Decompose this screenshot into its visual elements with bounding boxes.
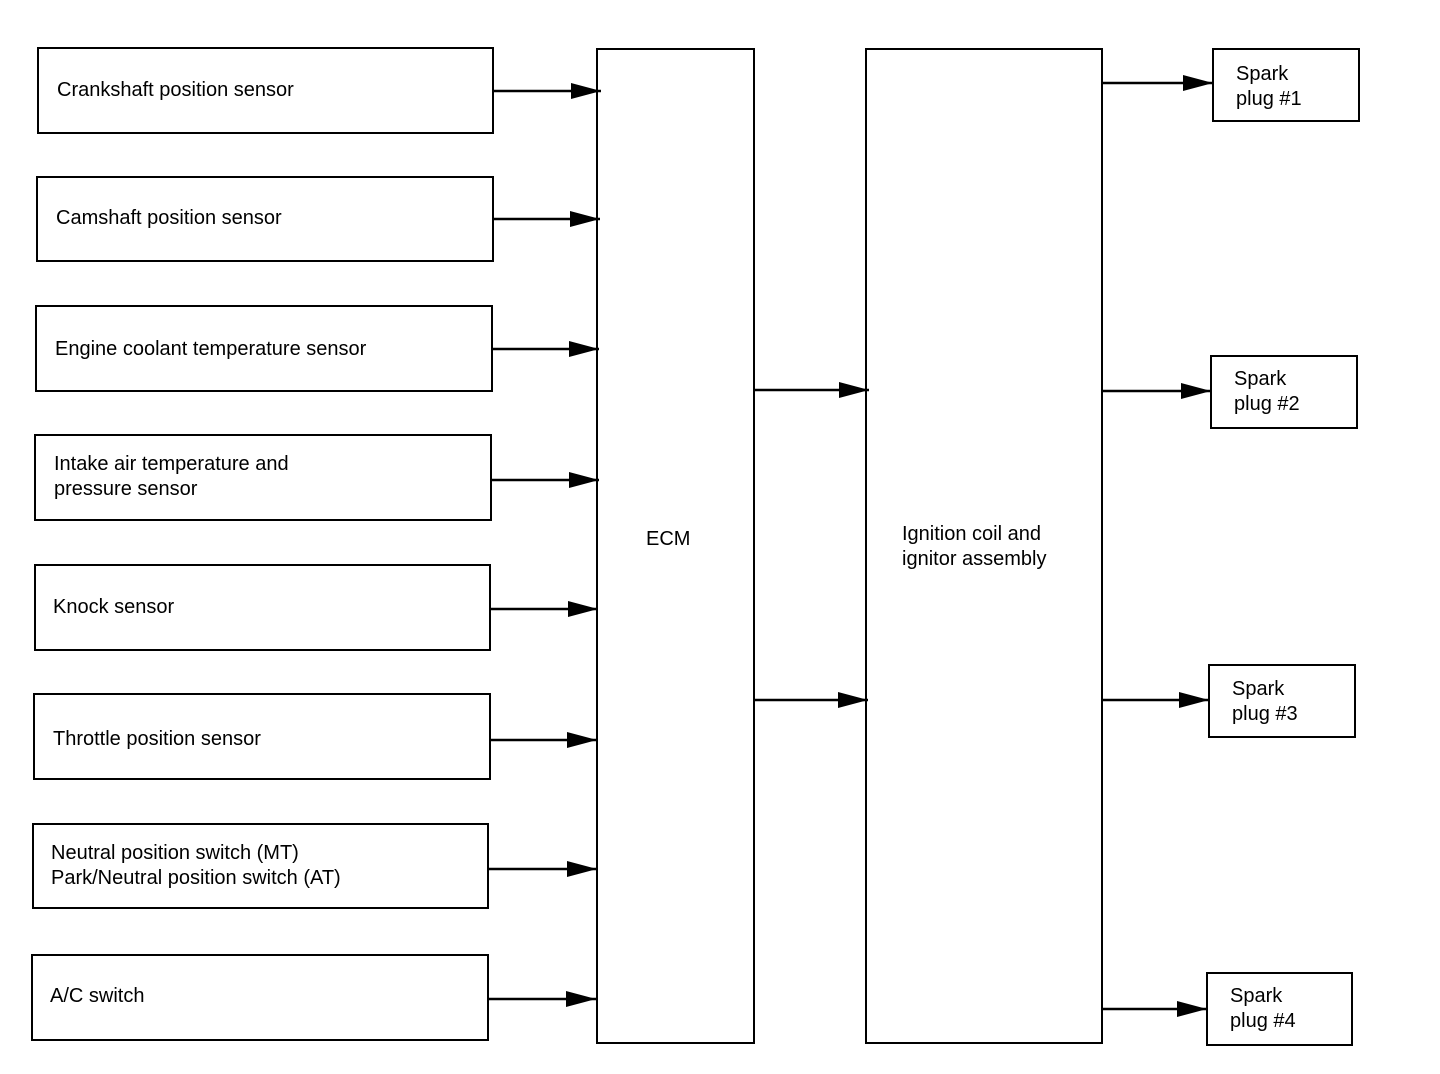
input-box-intake-air: Intake air temperature and pressure sens… — [34, 434, 492, 521]
spark-plug-box-2: Spark plug #2 — [1210, 355, 1358, 429]
spark-plug-box-4: Spark plug #4 — [1206, 972, 1353, 1046]
ecm-box: ECM — [596, 48, 755, 1044]
input-label: Camshaft position sensor — [56, 207, 282, 229]
input-box-throttle: Throttle position sensor — [33, 693, 491, 780]
spark-plug-box-3: Spark plug #3 — [1208, 664, 1356, 738]
ignition-assembly-box: Ignition coil and ignitor assembly — [865, 48, 1103, 1044]
input-box-camshaft: Camshaft position sensor — [36, 176, 494, 262]
spark-plug-label: Spark plug #3 — [1232, 678, 1298, 725]
input-label: Engine coolant temperature sensor — [55, 338, 367, 360]
input-label: Crankshaft position sensor — [57, 79, 294, 101]
spark-plug-box-1: Spark plug #1 — [1212, 48, 1360, 122]
spark-plug-label: Spark plug #2 — [1234, 368, 1300, 415]
input-label: A/C switch — [50, 985, 145, 1007]
input-box-crankshaft: Crankshaft position sensor — [37, 47, 494, 134]
input-label: Intake air temperature and pressure sens… — [54, 453, 289, 500]
input-box-ac-switch: A/C switch — [31, 954, 489, 1041]
spark-plug-label: Spark plug #1 — [1236, 63, 1302, 110]
input-box-knock: Knock sensor — [34, 564, 491, 651]
input-label: Knock sensor — [53, 596, 175, 618]
spark-plug-label: Spark plug #4 — [1230, 985, 1296, 1032]
ignition-assembly-label: Ignition coil and ignitor assembly — [902, 523, 1047, 570]
input-box-neutral-switch: Neutral position switch (MT) Park/Neutra… — [32, 823, 489, 909]
input-box-coolant-temp: Engine coolant temperature sensor — [35, 305, 493, 392]
input-label: Neutral position switch (MT) Park/Neutra… — [51, 842, 341, 889]
input-label: Throttle position sensor — [53, 728, 261, 750]
ecm-label: ECM — [646, 528, 691, 550]
